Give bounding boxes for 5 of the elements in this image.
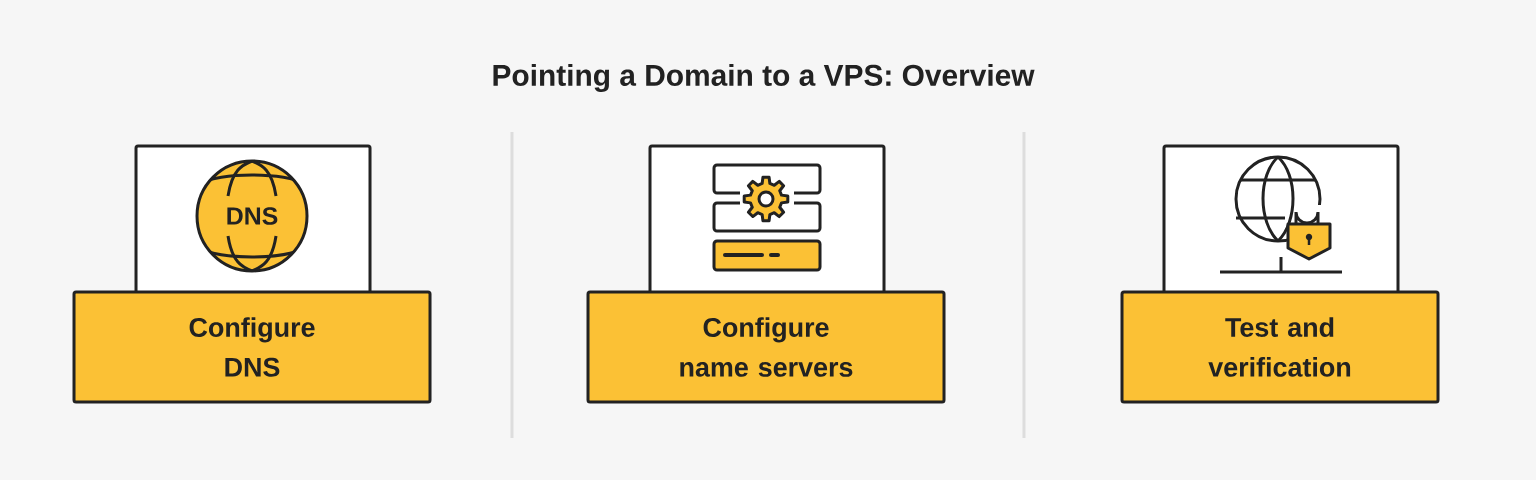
icon-label: DNS — [227, 207, 278, 225]
step-box: Configure name servers — [586, 290, 946, 404]
title: Pointing a Domain to a VPS: Overview — [493, 64, 1035, 92]
step-box: Test and verification — [1120, 290, 1440, 404]
step-box: Configure DNS — [72, 290, 432, 404]
